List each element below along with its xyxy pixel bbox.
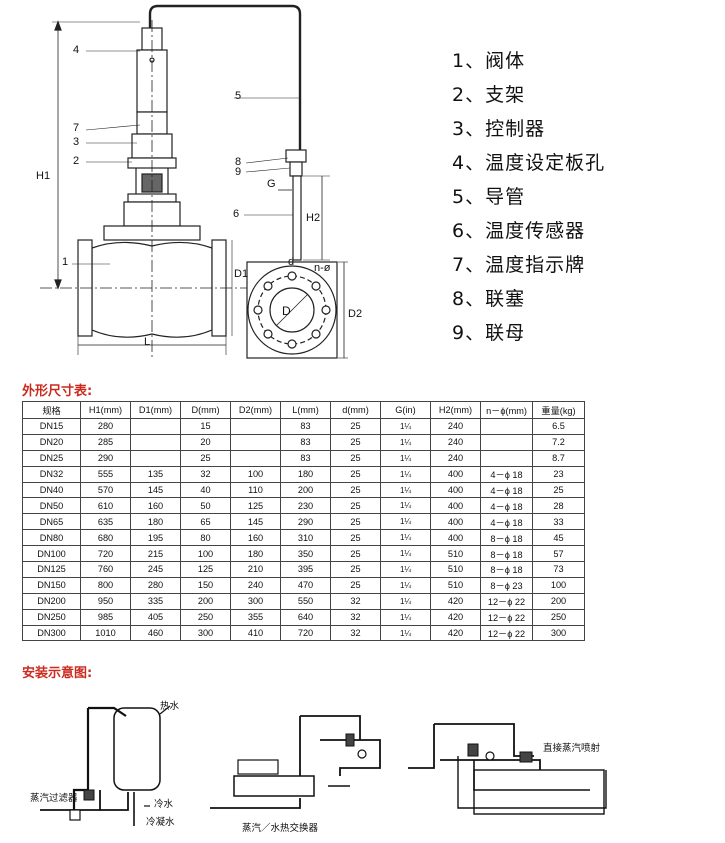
parts-list-item: 7、温度指示牌 <box>452 254 586 276</box>
condensate-label: 冷凝水 <box>146 817 175 828</box>
table-cell: DN300 <box>22 624 81 642</box>
callout-8: 8 <box>235 156 242 168</box>
parts-list-item: 3、控制器 <box>452 118 546 140</box>
parts-list-item: 4、温度设定板孔 <box>452 152 606 174</box>
table-cell: 1010 <box>80 624 131 642</box>
table-header-cell: 重量(kg) <box>532 401 585 419</box>
callout-2: 2 <box>73 155 80 167</box>
installation-title: 安装示意图: <box>22 666 93 681</box>
direct-injection-tank <box>473 769 605 815</box>
callout-4: 4 <box>73 44 80 56</box>
capillary-tube <box>148 4 302 150</box>
cold-water-label: 冷水 <box>154 799 174 810</box>
table-header-cell: d(mm) <box>330 401 381 419</box>
n-phi-label: n-ø <box>314 262 331 274</box>
callout-1: 1 <box>62 256 69 268</box>
callout-5: 5 <box>235 90 242 102</box>
parts-list-item: 6、温度传感器 <box>452 220 586 242</box>
callout-9: 9 <box>235 166 242 178</box>
table-header-cell: D(mm) <box>180 401 231 419</box>
dimension-table-title: 外形尺寸表: <box>22 384 93 399</box>
callout-3: 3 <box>73 136 80 148</box>
h1-label: H1 <box>36 170 51 182</box>
callout-6: 6 <box>233 208 240 220</box>
parts-list-item: 2、支架 <box>452 84 526 106</box>
table-cell: 1¼ <box>380 624 431 642</box>
big-d-label: D <box>282 304 291 318</box>
table-cell: 12－ϕ 22 <box>480 624 533 642</box>
d2-label: D2 <box>348 308 363 320</box>
table-cell: 200 <box>532 592 585 610</box>
parts-list-item: 9、联母 <box>452 322 526 344</box>
h2-label: H2 <box>306 212 321 224</box>
direct-spray-label: 直接蒸汽喷射 <box>543 743 601 754</box>
g-label: G <box>267 178 276 190</box>
table-cell: 460 <box>130 624 181 642</box>
steam-filter-label: 蒸汽过滤器 <box>30 793 78 804</box>
temp-sensor <box>292 175 302 261</box>
hot-water-label: 热水 <box>160 701 180 712</box>
parts-list-item: 8、联塞 <box>452 288 526 310</box>
d-label: d <box>288 256 295 268</box>
heat-exchanger-label: 蒸汽／水热交换器 <box>242 823 319 834</box>
parts-list-item: 5、导管 <box>452 186 526 208</box>
callout-7: 7 <box>73 122 80 134</box>
l-label: L <box>144 336 151 348</box>
parts-list-item: 1、阀体 <box>452 50 526 72</box>
water-tank <box>113 707 161 791</box>
d1-label: D1 <box>234 268 249 280</box>
table-cell: 300 <box>532 624 585 642</box>
heat-exchanger <box>233 775 315 797</box>
parts-list: 1、阀体 2、支架 3、控制器 4、温度设定板孔 5、导管 6、温度传感器 7、温度指示牌 8… <box>452 44 712 350</box>
